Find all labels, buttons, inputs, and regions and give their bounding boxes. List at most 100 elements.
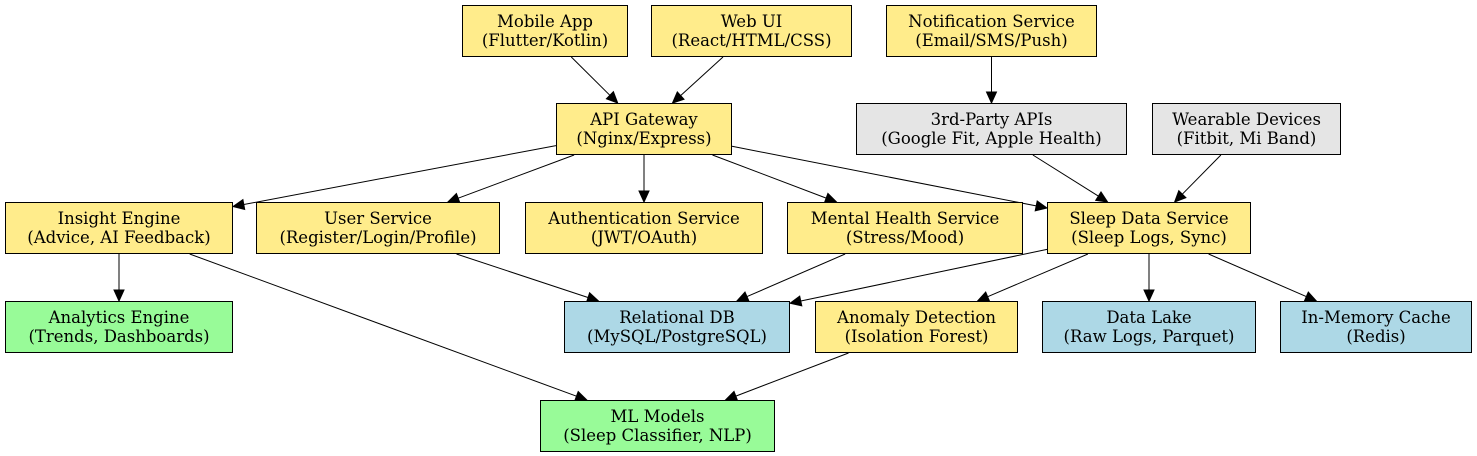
- node-title: Analytics Engine: [48, 308, 190, 327]
- edge-mobile_app-to-api_gateway: [570, 56, 619, 104]
- node-subtitle: (JWT/OAuth): [590, 228, 698, 247]
- edge-line: [680, 56, 724, 96]
- edge-line: [456, 253, 589, 298]
- node-subtitle: (Email/SMS/Push): [915, 31, 1068, 50]
- node-user-service: User Service (Register/Login/Profile): [256, 202, 500, 254]
- node-subtitle: (Google Fit, Apple Health): [881, 129, 1102, 148]
- node-subtitle: (Nginx/Express): [576, 129, 712, 148]
- edge-insight_engine-to-analytics_engine: [113, 254, 125, 303]
- arrowhead-icon: [605, 90, 619, 104]
- edge-web_ui-to-api_gateway: [671, 56, 724, 104]
- edge-user_service-to-relational_db: [456, 253, 600, 303]
- node-title: Insight Engine: [57, 209, 181, 228]
- edge-insight_engine-to-ml_models: [189, 253, 588, 402]
- node-subtitle: (Sleep Classifier, NLP): [563, 426, 752, 445]
- node-subtitle: (React/HTML/CSS): [671, 31, 832, 50]
- node-title: Web UI: [720, 12, 783, 31]
- edge-api_gateway-to-authentication_service: [638, 155, 650, 204]
- node-mental-health-service: Mental Health Service (Stress/Mood): [787, 202, 1023, 254]
- arrowhead-icon: [976, 291, 991, 302]
- edge-api_gateway-to-sleep_data_service: [731, 145, 1049, 212]
- node-in-memory-cache: In-Memory Cache (Redis): [1280, 301, 1472, 353]
- node-title: Mobile App: [497, 12, 593, 31]
- node-subtitle: (Flutter/Kotlin): [481, 31, 609, 50]
- edge-line: [1032, 154, 1099, 197]
- node-title: Authentication Service: [548, 209, 740, 228]
- arrowhead-icon: [638, 190, 650, 204]
- node-mobile-app: Mobile App (Flutter/Kotlin): [462, 5, 628, 57]
- node-subtitle: (Advice, AI Feedback): [27, 228, 211, 247]
- edge-line: [458, 154, 575, 199]
- node-analytics-engine: Analytics Engine (Trends, Dashboards): [5, 301, 233, 353]
- node-title: Sleep Data Service: [1069, 209, 1229, 228]
- node-subtitle: (Redis): [1346, 327, 1406, 346]
- node-web-ui: Web UI (React/HTML/CSS): [651, 5, 852, 57]
- node-title: User Service: [324, 209, 432, 228]
- node-relational-db: Relational DB (MySQL/PostgreSQL): [564, 301, 790, 353]
- arrowhead-icon: [1094, 190, 1109, 203]
- edge-line: [1208, 253, 1307, 298]
- node-subtitle: (Raw Logs, Parquet): [1063, 327, 1235, 346]
- node-data-lake: Data Lake (Raw Logs, Parquet): [1042, 301, 1256, 353]
- node-title: Relational DB: [619, 308, 735, 327]
- node-subtitle: (Stress/Mood): [845, 228, 965, 247]
- node-authentication-service: Authentication Service (JWT/OAuth): [525, 202, 763, 254]
- edge-sleep_data_service-to-anomaly_detection: [976, 253, 1089, 302]
- arrowhead-icon: [231, 198, 246, 211]
- edge-api_gateway-to-user_service: [446, 154, 575, 204]
- edge-anomaly_detection-to-ml_models: [724, 352, 849, 402]
- edge-notification_service-to-third_party_apis: [985, 57, 998, 105]
- arrowhead-icon: [735, 291, 750, 302]
- arrowhead-icon: [985, 91, 998, 105]
- node-subtitle: (Fitbit, Mi Band): [1176, 129, 1317, 148]
- node-title: ML Models: [610, 407, 705, 426]
- node-subtitle: (MySQL/PostgreSQL): [587, 327, 767, 346]
- edge-sleep_data_service-to-relational_db: [788, 248, 1048, 307]
- edge-line: [189, 253, 577, 397]
- node-third-party-apis: 3rd-Party APIs (Google Fit, Apple Health…: [856, 103, 1127, 155]
- edge-sleep_data_service-to-data_lake: [1143, 254, 1155, 303]
- node-title: Data Lake: [1106, 308, 1192, 327]
- node-title: Anomaly Detection: [837, 308, 996, 327]
- node-title: Mental Health Service: [810, 209, 1000, 228]
- node-insight-engine: Insight Engine (Advice, AI Feedback): [5, 202, 233, 254]
- arrowhead-icon: [1303, 291, 1318, 302]
- arrowhead-icon: [671, 90, 685, 104]
- node-ml-models: ML Models (Sleep Classifier, NLP): [540, 400, 775, 452]
- node-title: Notification Service: [908, 12, 1075, 31]
- node-notification-service: Notification Service (Email/SMS/Push): [886, 5, 1097, 57]
- node-title: In-Memory Cache: [1301, 308, 1451, 327]
- node-api-gateway: API Gateway (Nginx/Express): [556, 103, 732, 155]
- node-title: API Gateway: [590, 110, 698, 129]
- edge-line: [570, 56, 611, 96]
- edge-line: [987, 253, 1089, 298]
- node-anomaly-detection: Anomaly Detection (Isolation Forest): [815, 301, 1018, 353]
- node-subtitle: (Sleep Logs, Sync): [1071, 228, 1227, 247]
- edge-mental_health_service-to-relational_db: [735, 253, 846, 302]
- node-subtitle: (Trends, Dashboards): [28, 327, 210, 346]
- edge-api_gateway-to-insight_engine: [231, 145, 557, 211]
- edge-line: [800, 248, 1048, 302]
- arrowhead-icon: [1034, 200, 1049, 212]
- node-wearable-devices: Wearable Devices (Fitbit, Mi Band): [1152, 103, 1341, 155]
- edge-sleep_data_service-to-in_memory_cache: [1208, 253, 1318, 302]
- edge-line: [731, 145, 1037, 207]
- edge-line: [735, 352, 849, 397]
- edge-third_party_apis-to-sleep_data_service: [1032, 154, 1109, 203]
- arrowhead-icon: [1143, 289, 1155, 303]
- edge-line: [746, 253, 846, 298]
- node-title: Wearable Devices: [1172, 110, 1321, 129]
- arrowhead-icon: [1173, 189, 1187, 203]
- edge-line: [243, 145, 557, 205]
- node-subtitle: (Isolation Forest): [844, 327, 989, 346]
- arrowhead-icon: [788, 295, 803, 307]
- edge-api_gateway-to-mental_health_service: [712, 154, 838, 204]
- edge-line: [712, 154, 827, 199]
- arrowhead-icon: [113, 289, 125, 303]
- node-title: 3rd-Party APIs: [930, 110, 1053, 129]
- edge-line: [1181, 154, 1222, 195]
- node-sleep-data-service: Sleep Data Service (Sleep Logs, Sync): [1047, 202, 1251, 254]
- edge-wearable_devices-to-sleep_data_service: [1173, 154, 1222, 203]
